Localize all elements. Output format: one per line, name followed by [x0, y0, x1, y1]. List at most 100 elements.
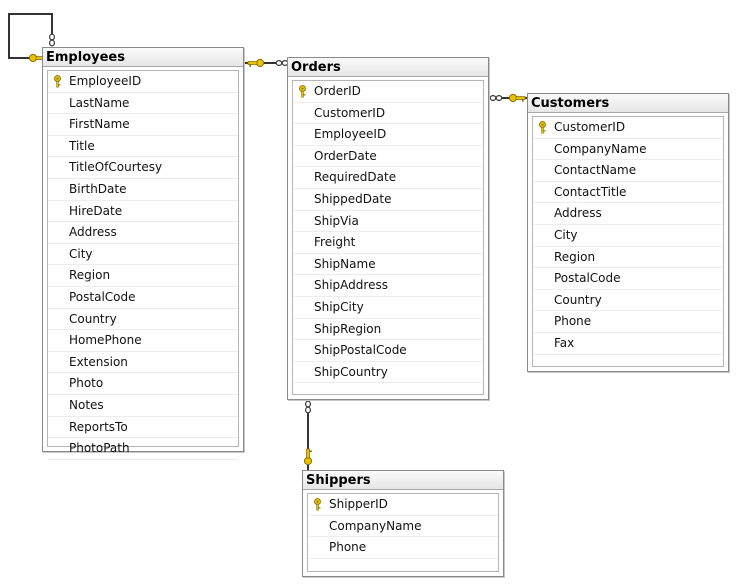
- column-name: HireDate: [69, 203, 123, 218]
- column-name: City: [69, 246, 93, 261]
- column-name: EmployeeID: [314, 127, 387, 142]
- column-row[interactable]: PostalCode: [48, 287, 238, 309]
- column-name: Extension: [69, 354, 128, 369]
- column-row[interactable]: BirthDate: [48, 179, 238, 201]
- column-name: CustomerID: [554, 120, 626, 134]
- column-row[interactable]: ShipName: [293, 254, 483, 276]
- column-name: FirstName: [69, 117, 130, 132]
- column-name: Phone: [329, 540, 367, 555]
- column-name: ShipCity: [314, 299, 364, 314]
- table-title[interactable]: Shippers: [303, 471, 503, 490]
- column-name: Photo: [69, 376, 104, 391]
- column-name: Freight: [314, 235, 356, 250]
- column-row[interactable]: Region: [48, 265, 238, 287]
- column-row[interactable]: Freight: [293, 232, 483, 254]
- one-end-key-icon: [303, 448, 313, 466]
- many-end-infinity-icon: [489, 94, 503, 101]
- column-row[interactable]: Country: [533, 290, 723, 312]
- column-row[interactable]: EmployeeID: [293, 124, 483, 146]
- column-name: RequiredDate: [314, 170, 397, 185]
- column-name: ShipperID: [329, 497, 388, 511]
- column-row[interactable]: Region: [533, 247, 723, 269]
- column-name: Address: [554, 206, 602, 221]
- column-name: CustomerID: [314, 105, 386, 120]
- column-row[interactable]: Country: [48, 309, 238, 331]
- table-title[interactable]: Employees: [43, 48, 243, 67]
- column-row[interactable]: CompanyName: [533, 139, 723, 161]
- column-name: ShipName: [314, 256, 376, 271]
- column-name: OrderID: [314, 84, 361, 98]
- column-row[interactable]: ShipperID: [308, 494, 498, 516]
- column-row[interactable]: Notes: [48, 395, 238, 417]
- column-row[interactable]: Phone: [308, 537, 498, 559]
- column-name: CompanyName: [554, 141, 647, 156]
- column-row[interactable]: City: [533, 225, 723, 247]
- column-name: ContactName: [554, 163, 637, 178]
- table-title[interactable]: Customers: [528, 94, 728, 113]
- column-name: BirthDate: [69, 181, 127, 196]
- column-row[interactable]: ShipAddress: [293, 275, 483, 297]
- column-row[interactable]: FirstName: [48, 114, 238, 136]
- one-end-key-icon: [508, 93, 526, 103]
- many-end-infinity-icon: [48, 33, 55, 47]
- column-row[interactable]: ReportsTo: [48, 417, 238, 439]
- column-row[interactable]: Address: [533, 203, 723, 225]
- column-row[interactable]: ShipVia: [293, 211, 483, 233]
- column-row[interactable]: ShipPostalCode: [293, 340, 483, 362]
- column-row[interactable]: RequiredDate: [293, 167, 483, 189]
- column-row[interactable]: CompanyName: [308, 516, 498, 538]
- column-row[interactable]: City: [48, 244, 238, 266]
- column-name: ShipRegion: [314, 321, 382, 336]
- column-row[interactable]: ShipCountry: [293, 362, 483, 384]
- column-row[interactable]: Extension: [48, 352, 238, 374]
- column-row[interactable]: PostalCode: [533, 268, 723, 290]
- column-name: OrderDate: [314, 148, 377, 163]
- column-row[interactable]: ContactName: [533, 160, 723, 182]
- column-row[interactable]: ShipCity: [293, 297, 483, 319]
- column-name: Fax: [554, 335, 575, 350]
- column-row[interactable]: HireDate: [48, 201, 238, 223]
- table-title[interactable]: Orders: [288, 58, 488, 77]
- column-row[interactable]: Phone: [533, 311, 723, 333]
- relationship-employees-to-orders[interactable]: [244, 58, 289, 68]
- column-name: HomePhone: [69, 333, 142, 348]
- column-row[interactable]: HomePhone: [48, 330, 238, 352]
- column-row[interactable]: CustomerID: [293, 103, 483, 125]
- primary-key-icon: [299, 85, 306, 98]
- column-name: Country: [554, 292, 602, 307]
- column-row[interactable]: LastName: [48, 93, 238, 115]
- column-name: Title: [69, 138, 95, 153]
- column-row[interactable]: Title: [48, 136, 238, 158]
- column-row[interactable]: ShippedDate: [293, 189, 483, 211]
- column-name: CompanyName: [329, 518, 422, 533]
- column-row[interactable]: TitleOfCourtesy: [48, 157, 238, 179]
- column-row[interactable]: CustomerID: [533, 117, 723, 139]
- column-row[interactable]: Address: [48, 222, 238, 244]
- column-row[interactable]: EmployeeID: [48, 71, 238, 93]
- column-row[interactable]: Fax: [533, 333, 723, 355]
- column-row[interactable]: Photo: [48, 373, 238, 395]
- column-name: ShipPostalCode: [314, 343, 407, 358]
- column-row[interactable]: OrderDate: [293, 146, 483, 168]
- relationship-customers-to-orders[interactable]: [489, 93, 527, 103]
- column-name: ContactTitle: [554, 184, 627, 199]
- table-orders[interactable]: Orders OrderID CustomerID EmployeeID OrderD…: [287, 57, 489, 400]
- column-name: EmployeeID: [69, 74, 142, 88]
- column-name: Region: [69, 268, 111, 283]
- many-end-infinity-icon: [305, 400, 312, 414]
- column-name: City: [554, 227, 578, 242]
- relationship-employees-reports-to-self[interactable]: [8, 13, 55, 63]
- column-row[interactable]: ShipRegion: [293, 319, 483, 341]
- one-end-key-icon: [247, 58, 265, 68]
- relationship-shippers-to-orders[interactable]: [303, 400, 313, 470]
- column-row[interactable]: ContactTitle: [533, 182, 723, 204]
- column-name: PostalCode: [554, 271, 621, 286]
- column-row[interactable]: OrderID: [293, 81, 483, 103]
- column-row[interactable]: PhotoPath: [48, 438, 238, 460]
- column-name: ShippedDate: [314, 191, 392, 206]
